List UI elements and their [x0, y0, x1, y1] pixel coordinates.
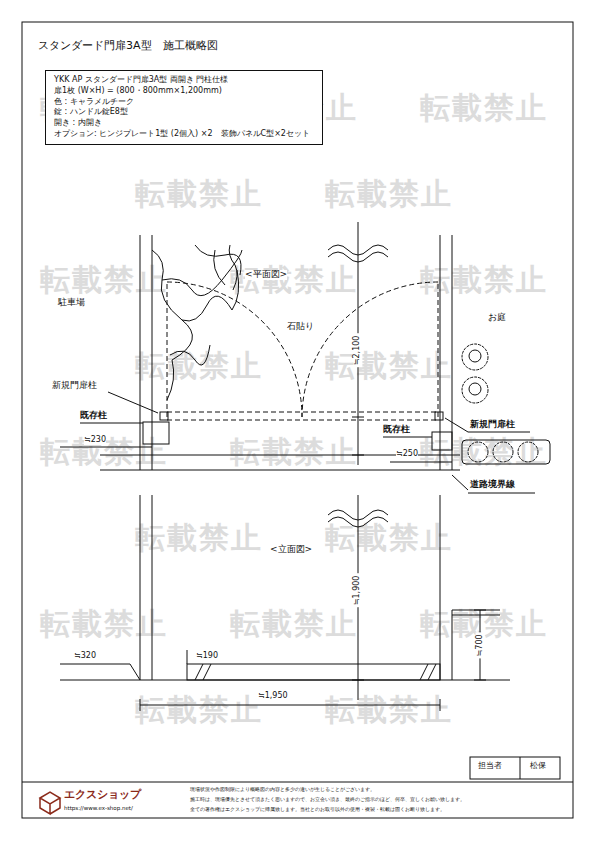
drawing-title: スタンダード門扉3A型 施工概略図: [38, 38, 218, 53]
note-text: 現場状況や作図制限により概略図の内容と多少の違いが生じることがございます。: [190, 787, 375, 793]
view-title: <立面図>: [270, 545, 312, 555]
watermark: 転載禁止: [230, 432, 358, 473]
watermark: 転載禁止: [420, 88, 548, 129]
watermark: 転載禁止: [135, 518, 263, 559]
note-text: 全ての著作権はエクスショップに帰属致します。当社とのお取引以外の使用・複製・転載…: [190, 807, 445, 813]
table-cell: 松保: [530, 762, 546, 770]
spec-line: YKK AP スタンダード門扉3A型 両開き 門柱仕様: [54, 75, 314, 86]
spec-line: オプション: ヒンジプレート1型 (2個入) ×2 装飾パネルC型×2セット: [54, 129, 314, 140]
dimension: ≒1,900: [354, 573, 363, 607]
watermark: 転載禁止: [135, 346, 263, 387]
dimension: ≒700: [476, 632, 485, 658]
watermark: 転載禁止: [135, 174, 263, 215]
spec-line: 開き : 内開き: [54, 118, 314, 129]
part-label: 道路境界線: [470, 480, 515, 490]
watermark: 転載禁止: [40, 260, 168, 301]
watermark: 転載禁止: [420, 260, 548, 301]
dimension: ≒250: [396, 450, 418, 459]
watermark: 転載禁止: [40, 604, 168, 645]
dimension: ≒1,950: [258, 692, 288, 701]
watermark: 転載禁止: [325, 690, 453, 731]
dimension: ≒2,100: [354, 333, 363, 367]
table-cell: 担当者: [478, 762, 502, 770]
logo-url: https://www.ex-shop.net/: [64, 805, 133, 811]
note-text: 施工時は、現場優先とさせて頂きたく思いますので、お立会い頂き、最終のご指示のほど…: [190, 797, 465, 803]
watermark: 転載禁止: [325, 174, 453, 215]
dimension: ≒230: [84, 436, 106, 445]
watermark: 転載禁止: [325, 346, 453, 387]
area-label: お庭: [488, 313, 506, 323]
spec-line: 錠 : ハンドル錠E8型: [54, 107, 314, 118]
dimension: ≒190: [196, 652, 218, 661]
view-title: <平面図>: [245, 270, 287, 280]
watermark: 転載禁止: [230, 260, 358, 301]
watermark: 転載禁止: [325, 518, 453, 559]
watermark: 転載禁止: [420, 432, 548, 473]
watermark: 転載禁止: [135, 690, 263, 731]
part-label: 既存柱: [80, 411, 107, 421]
spec-line: 色 : キャラメルチーク: [54, 97, 314, 108]
spec-box: YKK AP スタンダード門扉3A型 両開き 門柱仕様扉1枚 (W×H) = (…: [45, 70, 323, 145]
area-label: 石貼り: [287, 322, 314, 332]
part-label: 新規門扉柱: [52, 381, 97, 390]
watermark: 転載禁止: [230, 604, 358, 645]
part-label: 新規門扉柱: [470, 420, 515, 429]
part-label: 既存柱: [383, 425, 410, 435]
spec-line: 扉1枚 (W×H) = (800・800mm×1,200mm): [54, 86, 314, 97]
dimension: ≒320: [74, 652, 96, 661]
area-label: 駐車場: [58, 298, 85, 308]
logo-text: エクスショップ: [64, 789, 141, 801]
